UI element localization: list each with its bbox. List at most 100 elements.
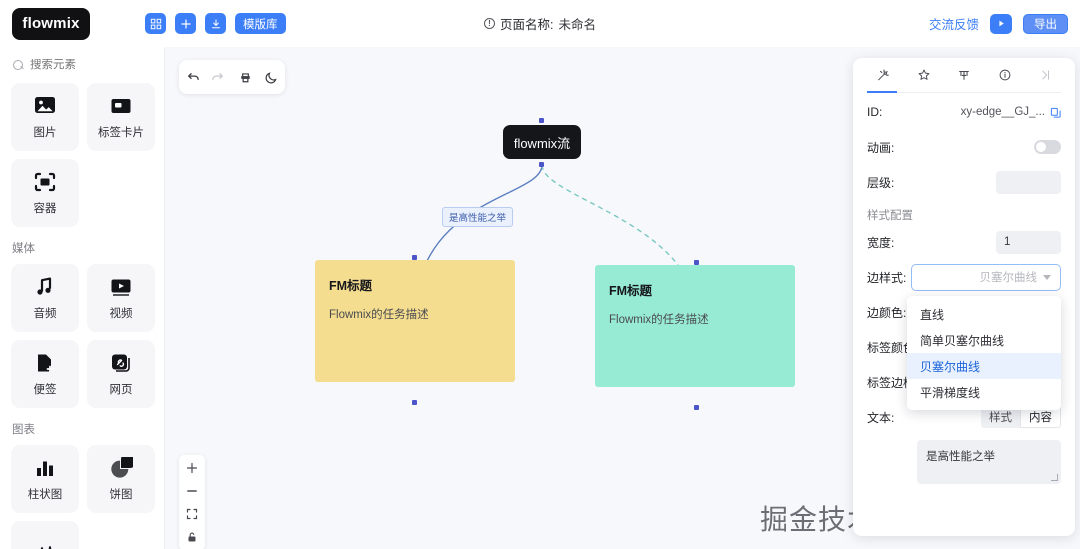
dropdown-option-smoothstep[interactable]: 平滑梯度线 — [920, 385, 981, 400]
node-root[interactable]: flowmix流 — [503, 125, 581, 159]
zoom-out-icon[interactable] — [186, 485, 198, 497]
element-group-basic: 图片 标签卡片 容器 — [11, 83, 155, 227]
id-value: xy-edge__GJ_... — [960, 106, 1045, 118]
edge-style-value: 贝塞尔曲线 — [979, 272, 1038, 284]
id-value-group: xy-edge__GJ_... — [961, 106, 1061, 118]
search-input[interactable] — [30, 59, 150, 71]
row-label-border: 标签边框 — [867, 366, 1061, 398]
element-item-audio[interactable]: 音频 — [11, 264, 79, 332]
element-label: 容器 — [33, 202, 57, 215]
card-desc: Flowmix的任务描述 — [609, 314, 709, 326]
edge-label[interactable]: 是高性能之举 — [442, 207, 514, 227]
lock-icon[interactable] — [186, 531, 198, 543]
search-icon — [13, 59, 24, 71]
element-item-bar-chart[interactable]: 柱状图 — [11, 445, 79, 513]
element-item-tag-card[interactable]: 标签卡片 — [87, 83, 155, 151]
grid-icon[interactable] — [145, 13, 166, 34]
text-mode-segments: 样式 内容 — [981, 406, 1061, 428]
container-icon — [34, 172, 56, 191]
row-animation: 动画: — [867, 131, 1061, 163]
edge-style-select[interactable]: 贝塞尔曲线 — [911, 263, 1061, 291]
text-label: 文本: — [867, 410, 895, 425]
plus-glyph — [180, 18, 191, 29]
grid-glyph — [150, 18, 161, 29]
tab-collapse-right[interactable] — [1032, 62, 1058, 88]
page-name-value[interactable]: 未命名 — [558, 18, 596, 32]
preview-button[interactable] — [990, 13, 1012, 34]
element-label: 网页 — [109, 383, 133, 396]
card-title: FM标题 — [609, 284, 653, 298]
topbar-tools: 模版库 — [145, 13, 286, 34]
pie-chart-icon — [111, 456, 133, 478]
width-input[interactable]: 1 — [996, 230, 1061, 254]
element-label: 柱状图 — [27, 488, 63, 501]
segment-style[interactable]: 样式 — [981, 406, 1020, 428]
page-name-label: 页面名称: — [500, 18, 554, 32]
tab-info[interactable] — [992, 62, 1018, 88]
magic-wand-icon — [878, 69, 889, 81]
tab-layers[interactable] — [951, 62, 977, 88]
node-card-teal[interactable]: FM标题 Flowmix的任务描述 — [595, 265, 795, 387]
import-glyph — [211, 18, 220, 28]
card-desc: Flowmix的任务描述 — [329, 309, 429, 321]
width-label: 宽度: — [867, 235, 895, 250]
animation-label: 动画: — [867, 140, 895, 155]
node-handle-bottom[interactable] — [412, 400, 417, 405]
bar-chart-icon — [37, 461, 53, 476]
dark-mode-icon[interactable] — [264, 70, 279, 85]
element-item-line-chart[interactable] — [11, 521, 79, 549]
plus-icon[interactable] — [175, 13, 196, 34]
element-item-image[interactable]: 图片 — [11, 83, 79, 151]
text-content-textarea[interactable]: 是高性能之举 — [917, 440, 1061, 484]
feedback-link[interactable]: 交流反馈 — [928, 18, 979, 32]
node-handle-top[interactable] — [412, 255, 417, 260]
node-handle-top[interactable] — [694, 260, 699, 265]
tab-star[interactable] — [911, 62, 937, 88]
zoom-controls — [179, 455, 205, 549]
export-button[interactable]: 导出 — [1023, 13, 1068, 34]
video-icon — [111, 279, 131, 296]
layers-icon — [959, 70, 969, 80]
redo-icon[interactable] — [211, 70, 226, 85]
chevron-down-icon — [1043, 274, 1051, 280]
dropdown-option-simple-bezier[interactable]: 简单贝塞尔曲线 — [920, 333, 1005, 348]
element-item-pie-chart[interactable]: 饼图 — [87, 445, 155, 513]
fit-view-icon[interactable] — [186, 508, 198, 520]
node-handle-bottom[interactable] — [694, 405, 699, 410]
level-input[interactable] — [996, 170, 1061, 194]
star-icon — [918, 69, 929, 80]
row-width: 宽度: 1 — [867, 226, 1061, 258]
node-handle-bottom[interactable] — [539, 162, 544, 167]
import-icon[interactable] — [205, 13, 226, 34]
element-group-media: 音频 视频 便签 — [11, 264, 155, 408]
undo-icon[interactable] — [185, 70, 200, 85]
dropdown-option-straight[interactable]: 直线 — [920, 307, 945, 322]
tab-magic-wand[interactable] — [870, 62, 896, 88]
search-row[interactable] — [11, 57, 153, 83]
row-text: 文本: 样式 内容 — [867, 401, 1061, 433]
element-item-note[interactable]: 便签 — [11, 340, 79, 408]
image-icon — [35, 96, 55, 113]
element-item-container[interactable]: 容器 — [11, 159, 79, 227]
label-color-label: 标签颜色 — [867, 340, 916, 355]
copy-icon[interactable] — [1050, 107, 1061, 118]
zoom-in-icon[interactable] — [186, 462, 198, 474]
clear-icon[interactable] — [238, 70, 253, 85]
node-handle-top[interactable] — [539, 118, 544, 123]
label-border-label: 标签边框 — [867, 375, 916, 390]
row-edge-color: 边颜色: — [867, 296, 1061, 328]
element-item-webpage[interactable]: 网页 — [87, 340, 155, 408]
card-title: FM标题 — [329, 279, 373, 293]
app-logo[interactable]: flowmix — [12, 7, 90, 40]
animation-toggle[interactable] — [1034, 140, 1061, 154]
row-level: 层级: — [867, 166, 1061, 198]
node-card-yellow[interactable]: FM标题 Flowmix的任务描述 — [315, 260, 515, 382]
dropdown-option-bezier[interactable]: 贝塞尔曲线 — [907, 353, 1061, 379]
group-title-charts: 图表 — [12, 424, 35, 436]
topbar-right: 交流反馈 导出 — [928, 13, 1068, 34]
play-icon — [998, 20, 1004, 27]
template-library-button[interactable]: 模版库 — [235, 13, 286, 34]
element-item-video[interactable]: 视频 — [87, 264, 155, 332]
level-label: 层级: — [867, 175, 895, 190]
